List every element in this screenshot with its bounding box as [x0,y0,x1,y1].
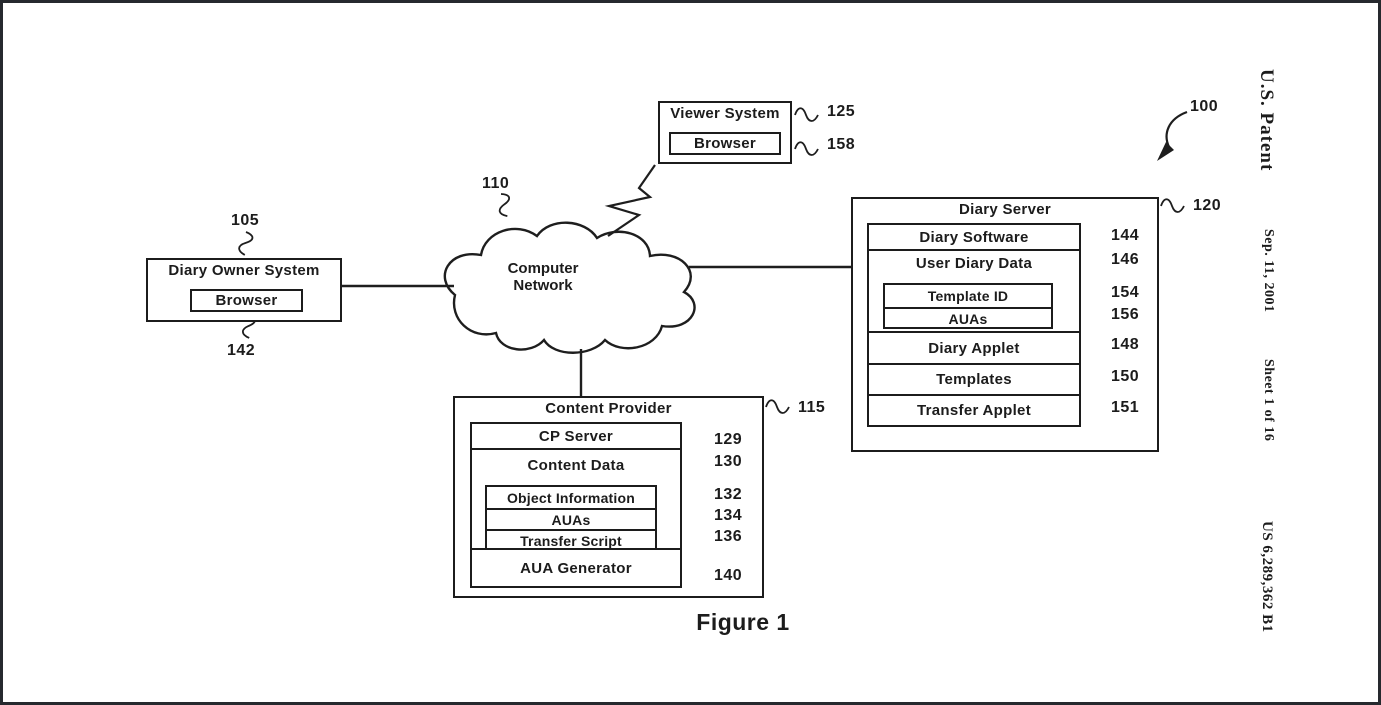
diary-software-row: Diary Software [867,223,1081,251]
margin-patent-office: U.S. Patent [1256,69,1277,172]
owner-browser-label: Browser [215,292,278,309]
viewer-system-title: Viewer System [670,105,780,122]
diary-software-label: Diary Software [919,228,1029,246]
diary-applet-row: Diary Applet [867,331,1081,365]
ref-130: 130 [714,453,743,470]
margin-date: Sep. 11, 2001 [1261,229,1276,313]
content-data-section: Content Data Object Information AUAs Tra… [470,448,682,552]
ref-144: 144 [1111,227,1140,244]
viewer-system-box: Viewer System Browser [658,101,792,164]
margin-patent-number: US 6,289,362 B1 [1259,521,1275,633]
ref-110: 110 [482,175,510,192]
figure-caption: Figure 1 [696,609,790,635]
user-diary-data-section: User Diary Data Template ID AUAs [867,249,1081,333]
object-information-row: Object Information [487,487,655,508]
provider-auas-label: AUAs [551,511,591,528]
owner-browser-box: Browser [190,289,303,312]
ref-148: 148 [1111,336,1140,353]
aua-generator-row: AUA Generator [470,548,682,588]
content-data-nest: Object Information AUAs Transfer Script [485,485,657,552]
ref-100: 100 [1190,98,1219,115]
transfer-applet-row: Transfer Applet [867,394,1081,427]
ref-140: 140 [714,567,743,584]
ref-154: 154 [1111,284,1140,301]
content-provider-title: Content Provider [545,400,672,417]
template-id-row: Template ID [885,285,1051,307]
viewer-browser-box: Browser [669,132,781,155]
ref-146: 146 [1111,251,1140,268]
network-to-viewer-lightning [604,164,656,237]
network-label: Computer Network [507,260,579,294]
content-provider-stack: CP Server Content Data Object Informatio… [470,422,682,592]
aua-generator-label: AUA Generator [520,559,632,577]
ref-129: 129 [714,431,743,448]
ref-134: 134 [714,507,743,524]
ref-105: 105 [231,212,260,229]
transfer-script-row: Transfer Script [487,529,655,550]
cp-server-row: CP Server [470,422,682,450]
content-data-label: Content Data [527,457,625,474]
ref-125: 125 [827,103,856,120]
server-auas-row: AUAs [885,307,1051,329]
ref-132: 132 [714,486,743,503]
diary-server-title: Diary Server [959,201,1051,218]
server-auas-label: AUAs [948,311,988,327]
viewer-browser-label: Browser [693,135,757,152]
diary-server-stack: Diary Software User Diary Data Template … [867,223,1081,429]
diary-owner-system-title: Diary Owner System [168,262,320,279]
ref-115: 115 [798,399,826,416]
ref-136: 136 [714,528,743,545]
object-information-label: Object Information [506,489,636,506]
ref-158: 158 [827,136,856,153]
margin-sheet: Sheet 1 of 16 [1261,359,1276,442]
content-provider-box: Content Provider CP Server Content Data … [453,396,764,598]
template-id-label: Template ID [927,288,1009,304]
diary-owner-system-box: Diary Owner System Browser [146,258,342,322]
templates-label: Templates [936,371,1012,388]
system-ref-arrowhead-icon [1157,142,1174,161]
ref-142: 142 [227,342,256,359]
ref-150: 150 [1111,368,1140,385]
transfer-script-label: Transfer Script [520,532,622,549]
system-ref-arrow-icon [1165,110,1188,148]
transfer-applet-label: Transfer Applet [917,402,1031,419]
user-diary-data-nest: Template ID AUAs [883,283,1053,329]
provider-auas-row: AUAs [487,508,655,529]
ref-151: 151 [1111,399,1140,416]
cp-server-label: CP Server [538,427,614,445]
ref-156: 156 [1111,306,1140,323]
user-diary-data-label: User Diary Data [915,255,1033,272]
diary-server-box: Diary Server Diary Software User Diary D… [851,197,1159,452]
templates-row: Templates [867,363,1081,396]
ref-120: 120 [1193,197,1222,214]
diary-applet-label: Diary Applet [928,339,1020,357]
